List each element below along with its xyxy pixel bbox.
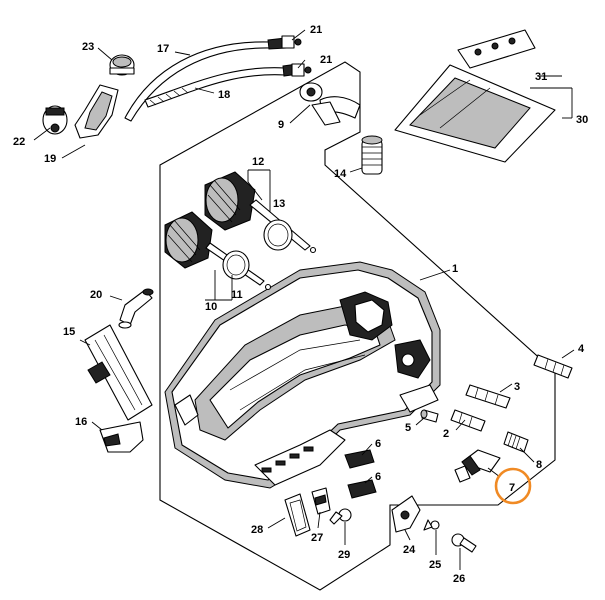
stud-2[interactable] — [450, 409, 486, 432]
callout-30[interactable]: 30 — [576, 114, 588, 126]
intake-fitting[interactable] — [299, 82, 361, 126]
callout-22[interactable]: 22 — [13, 136, 25, 148]
highlight-ring-part-7 — [494, 467, 532, 505]
rubber-block-lower[interactable] — [347, 479, 377, 499]
callout-2[interactable]: 2 — [443, 428, 449, 440]
assembly-frame — [159, 61, 556, 591]
callout-21-lower[interactable]: 21 — [320, 54, 332, 66]
callout-24[interactable]: 24 — [403, 544, 416, 556]
side-plate[interactable] — [84, 324, 153, 421]
top-cover[interactable] — [394, 64, 556, 163]
chain-adjuster-7[interactable] — [454, 449, 501, 483]
callout-21-upper[interactable]: 21 — [310, 24, 322, 36]
callout-labels: 1 2 3 4 5 6 6 7 8 9 10 11 12 13 14 15 16… — [13, 24, 588, 585]
stud-3[interactable] — [465, 384, 511, 409]
callout-17[interactable]: 17 — [157, 43, 169, 55]
elbow-fitting[interactable] — [118, 288, 154, 329]
callout-19[interactable]: 19 — [44, 153, 56, 165]
callout-10[interactable]: 10 — [205, 301, 217, 313]
callout-31[interactable]: 31 — [535, 71, 547, 83]
crankcase[interactable] — [164, 261, 441, 489]
callout-27[interactable]: 27 — [311, 532, 323, 544]
screw-26[interactable] — [451, 533, 477, 553]
callout-20[interactable]: 20 — [90, 289, 102, 301]
oil-pickup-filter[interactable] — [42, 105, 68, 135]
bracket-24[interactable] — [391, 495, 421, 533]
stud-4[interactable] — [533, 354, 573, 379]
screw-25[interactable] — [423, 519, 440, 531]
callout-15[interactable]: 15 — [63, 326, 75, 338]
callout-26[interactable]: 26 — [453, 573, 465, 585]
callout-3[interactable]: 3 — [514, 381, 520, 393]
callout-25[interactable]: 25 — [429, 559, 441, 571]
callout-6-upper[interactable]: 6 — [375, 438, 381, 450]
callout-11[interactable]: 11 — [231, 289, 243, 301]
callout-4[interactable]: 4 — [578, 343, 585, 355]
callout-6-lower[interactable]: 6 — [375, 471, 381, 483]
callout-16[interactable]: 16 — [75, 416, 87, 428]
callout-12[interactable]: 12 — [252, 156, 264, 168]
callout-7[interactable]: 7 — [509, 482, 515, 494]
callout-13[interactable]: 13 — [273, 198, 285, 210]
callout-29[interactable]: 29 — [338, 549, 350, 561]
callout-8[interactable]: 8 — [536, 459, 542, 471]
hose-connector-upper[interactable] — [281, 35, 302, 49]
bushing-5[interactable] — [420, 409, 439, 423]
callout-5[interactable]: 5 — [405, 422, 411, 434]
leader-lines — [33, 29, 575, 570]
spring-8[interactable] — [503, 431, 529, 453]
screw-29[interactable] — [329, 508, 352, 525]
crankshaft-upper[interactable] — [204, 171, 317, 254]
crankcase-vent-slots — [261, 446, 314, 473]
callout-23[interactable]: 23 — [82, 41, 94, 53]
bracket[interactable] — [99, 421, 144, 453]
rubber-block-upper[interactable] — [344, 449, 375, 469]
oil-pickup-body[interactable] — [74, 84, 119, 139]
callout-9[interactable]: 9 — [278, 119, 284, 131]
fuel-filter-pickup[interactable] — [109, 54, 135, 76]
hose-connector-lower[interactable] — [291, 63, 312, 77]
callout-14[interactable]: 14 — [334, 168, 347, 180]
gasket-28[interactable] — [284, 493, 311, 537]
callout-28[interactable]: 28 — [251, 524, 263, 536]
clip-27[interactable] — [311, 487, 331, 515]
callout-18[interactable]: 18 — [218, 89, 230, 101]
cover-gasket[interactable] — [457, 29, 536, 69]
filter-element[interactable] — [361, 135, 383, 175]
callout-1[interactable]: 1 — [452, 263, 458, 275]
